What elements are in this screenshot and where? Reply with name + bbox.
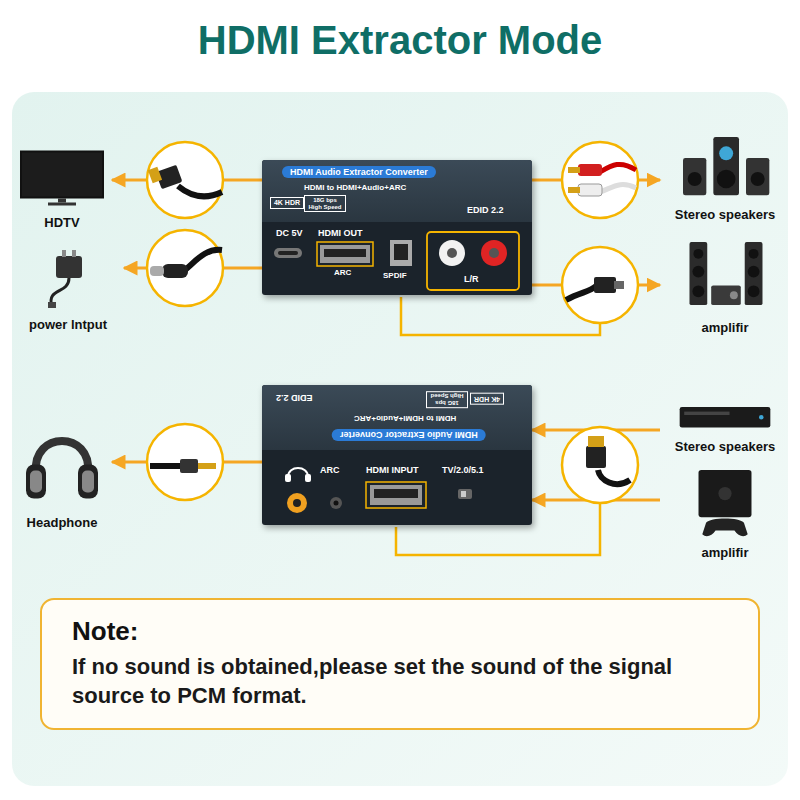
spec-badge: 18G bps High Speed: [426, 391, 468, 408]
device-label: Stereo speakers: [660, 439, 790, 454]
edid-label: EDID 2.2: [467, 205, 504, 215]
note-box: Note: If no sound is obtained,please set …: [40, 598, 760, 730]
spec-badge: 18G bps High Speed: [304, 195, 346, 212]
port-symbols: [262, 385, 532, 525]
product-subtitle: HDMI to HDMI+Audio+ARC: [354, 414, 456, 423]
port-label: ARC: [334, 268, 351, 277]
note-heading: Note:: [72, 616, 728, 647]
device-label: amplifir: [660, 545, 790, 560]
tv-icon: [12, 145, 112, 208]
device-node: HDTV: [12, 145, 112, 230]
device-node: power lntput: [12, 250, 124, 332]
spec-badge: 4K HDR: [270, 197, 304, 209]
power-icon: [12, 250, 124, 310]
device-label: power lntput: [12, 317, 124, 332]
diagram-title: HDMI Extractor Mode: [0, 18, 800, 63]
product-subtitle: HDMI to HDMI+Audio+ARC: [304, 183, 406, 192]
product-banner: HDMI Audio Extractor Converter: [332, 429, 486, 441]
product-banner: HDMI Audio Extractor Converter: [282, 166, 436, 178]
device-node: amplifir: [660, 468, 790, 560]
device-node: Stereo speakers: [660, 130, 790, 222]
speakers-icon: [660, 130, 790, 200]
headphone-icon: [12, 405, 112, 508]
spec-badge: 4K HDR: [470, 393, 504, 405]
device-node: amplifir: [660, 240, 790, 335]
device-label: Headphone: [12, 515, 112, 530]
device-label: Stereo speakers: [660, 207, 790, 222]
port-label: HDMI INPUT: [366, 465, 419, 475]
converter-box: HDMI Audio Extractor Converter HDMI to HD…: [262, 385, 532, 525]
port-label: DC 5V: [276, 228, 303, 238]
device-node: Stereo speakers: [660, 398, 790, 454]
device-label: amplifir: [660, 320, 790, 335]
edid-label: EDID 2.2: [276, 393, 313, 403]
port-label: L/R: [464, 274, 479, 284]
bluray-icon: [660, 398, 790, 432]
port-label: SPDIF: [383, 271, 407, 280]
device-label: HDTV: [12, 215, 112, 230]
note-body: If no sound is obtained,please set the s…: [72, 653, 728, 710]
xbox-icon: [660, 468, 790, 538]
converter-box: HDMI Audio Extractor ConverterHDMI to HD…: [262, 160, 532, 295]
device-node: Headphone: [12, 405, 112, 530]
amp-icon: [660, 240, 790, 313]
port-label: ARC: [320, 465, 340, 475]
port-label: HDMI OUT: [318, 228, 363, 238]
port-label: TV/2.0/5.1: [442, 465, 484, 475]
